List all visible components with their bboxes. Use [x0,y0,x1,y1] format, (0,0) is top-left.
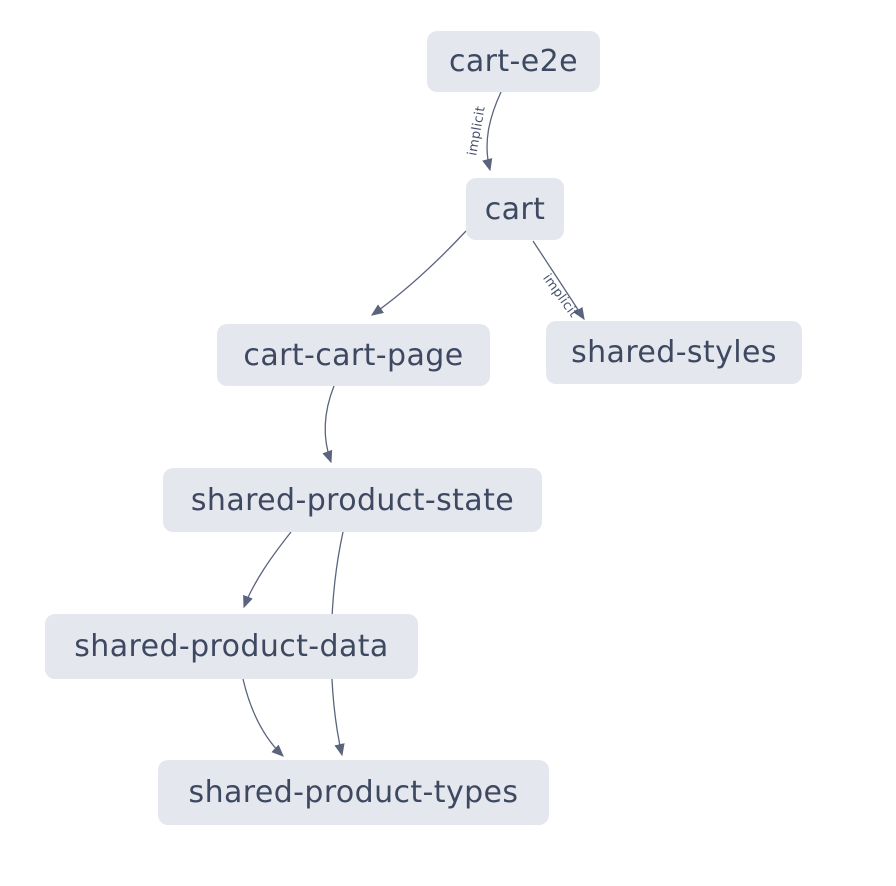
node-label: cart-cart-page [243,337,464,373]
node-label: cart-e2e [448,44,578,79]
node-cart-cart-page[interactable]: cart-cart-page [217,324,490,386]
node-cart-e2e[interactable]: cart-e2e [427,31,600,92]
node-shared-product-data[interactable]: shared-product-data [45,614,418,679]
edge-cart-shared-styles [532,240,585,321]
edge-shared-product-data-shared-product-types [242,678,284,757]
edge-cart-cart-cart-page [370,230,467,316]
node-shared-styles[interactable]: shared-styles [546,321,802,384]
edge-cart-cart-page-shared-product-state [322,385,335,464]
node-label: shared-styles [571,335,777,370]
node-shared-product-types[interactable]: shared-product-types [158,760,549,825]
edge-shared-product-state-shared-product-data [243,531,292,609]
node-label: shared-product-data [74,629,389,664]
node-label: shared-product-state [190,482,515,518]
node-cart[interactable]: cart [466,178,564,240]
node-shared-product-state[interactable]: shared-product-state [163,468,542,532]
node-label: shared-product-types [188,775,519,810]
edge-cart-e2e-cart [482,91,502,172]
node-label: cart [484,191,546,227]
